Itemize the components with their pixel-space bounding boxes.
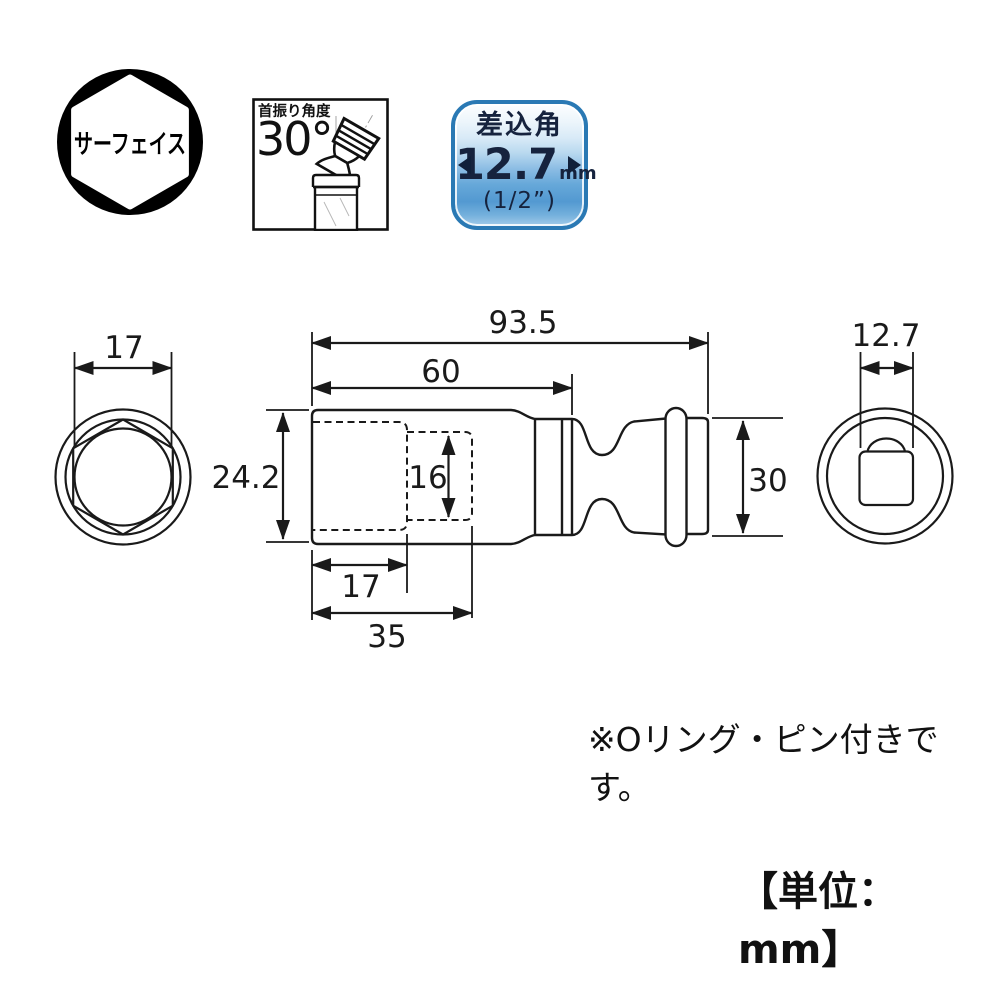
dim-body-od: 24.2 [211,460,280,496]
drive-size-value: 12.7 [455,139,558,190]
left-end-view [54,352,192,546]
left-arrow-icon [458,155,471,174]
side-view-dimensions [266,332,783,620]
surface-label: サーフェイス [74,130,186,160]
dim-bore-depth: 35 [367,619,406,655]
swing-angle-title: 首振り角度 [258,102,331,120]
o-ring-note: ※Oリング・ピン付きです。 [588,720,939,807]
right-arrow-icon [568,155,581,174]
dim-overall-length: 93.5 [488,305,557,341]
dim-square-bore: 16 [408,460,447,496]
dim-hex-width: 17 [104,330,143,366]
dim-drive-size: 12.7 [851,318,920,354]
surface-drive-icon: サーフェイス [57,69,203,215]
tilted-socket-illustration [311,115,381,231]
swing-angle-value: 30° [256,112,332,166]
dim-body-length: 60 [421,354,460,390]
drive-size-title: 差込角 [476,110,563,141]
dim-hex-depth: 17 [341,569,380,605]
dim-joint-od: 30 [748,463,787,499]
side-view-outline [310,406,710,548]
technical-drawing: 17 [54,305,954,655]
o-ring [664,406,688,548]
right-end-view [816,352,954,545]
swing-angle-box: 首振り角度 30° [252,98,389,231]
hexagon-icon [71,74,189,210]
unit-label: 【単位：mm】 [738,869,898,973]
drive-size-inch: (1/2”) [483,187,556,214]
